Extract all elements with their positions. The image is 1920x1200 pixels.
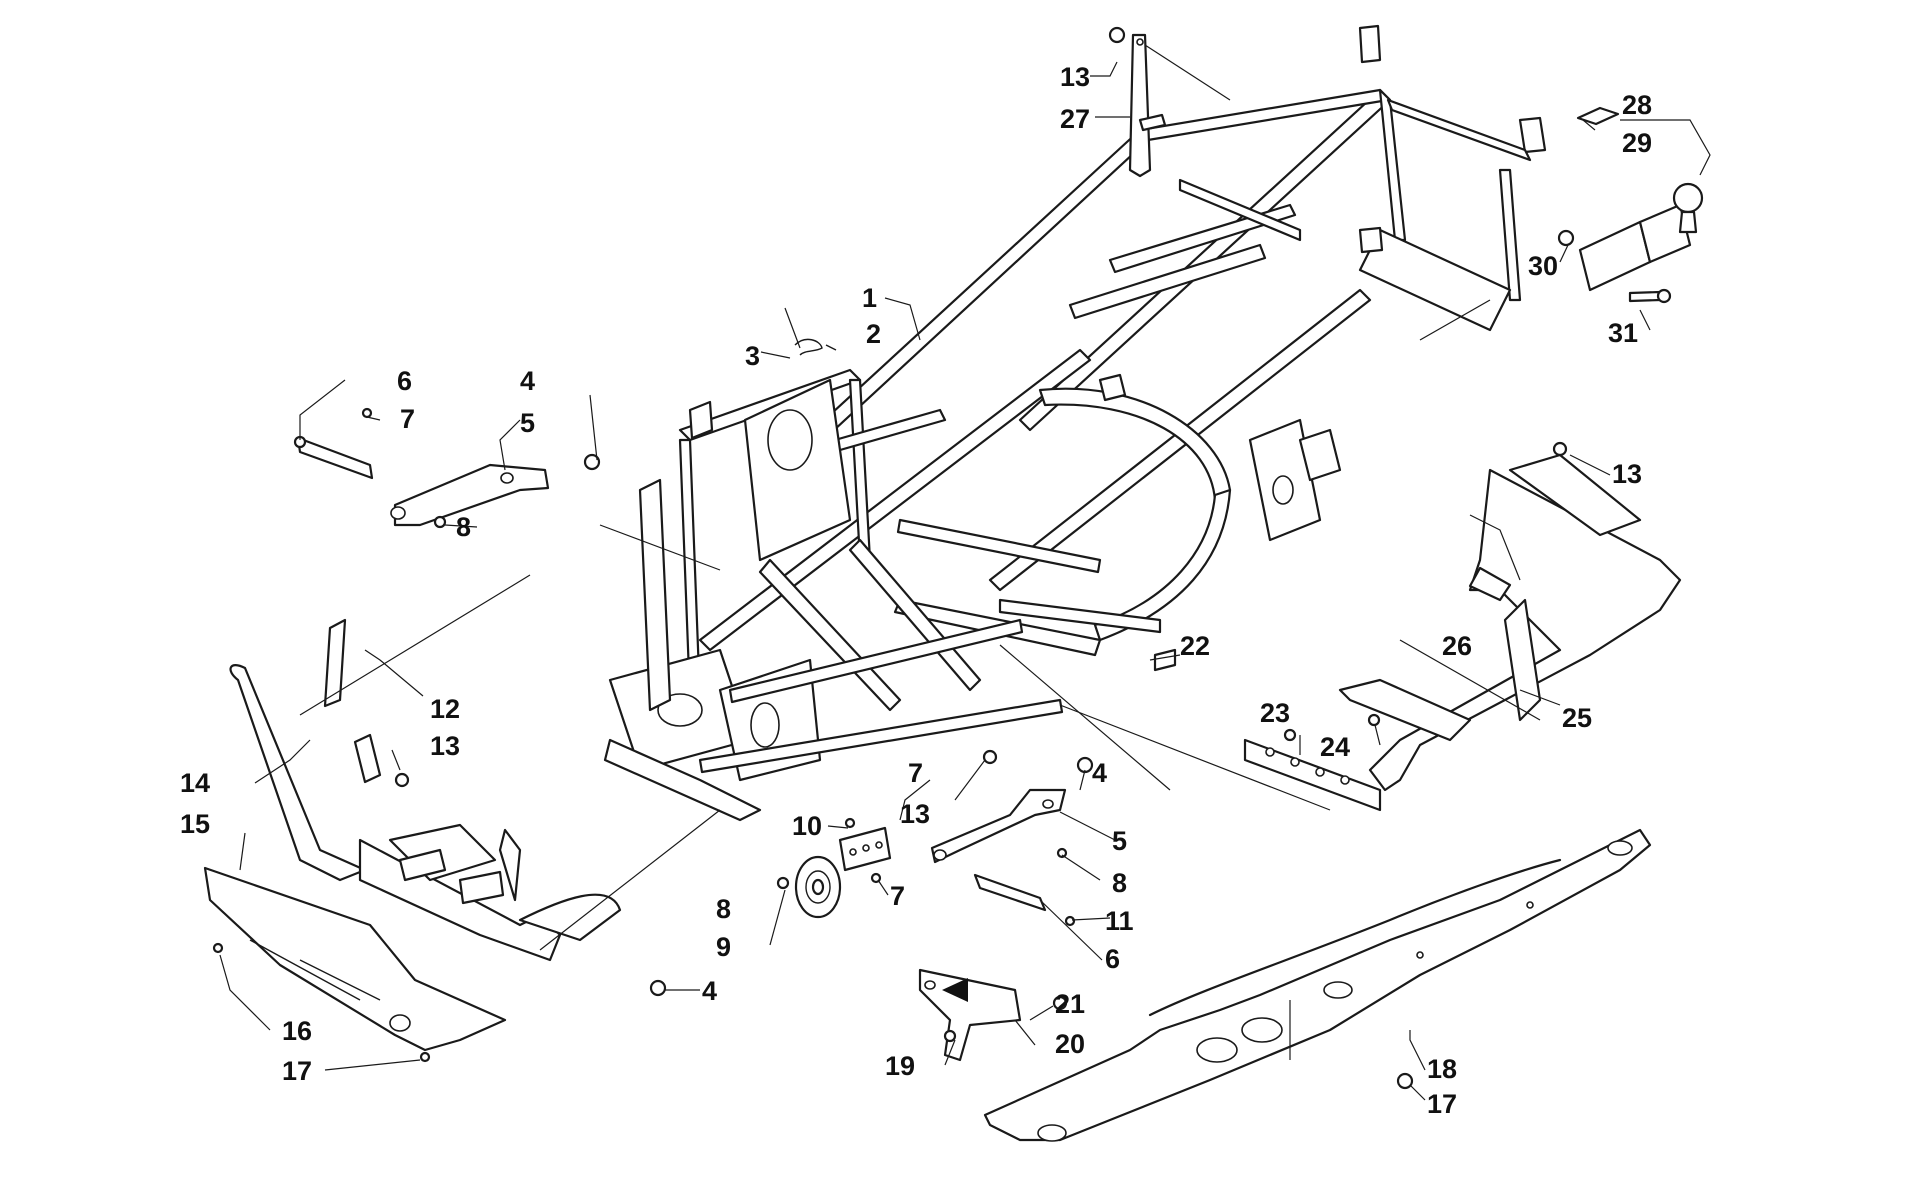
callout-20: 20 [1055, 1029, 1085, 1059]
callout-8-mid: 8 [716, 894, 731, 924]
callout-1: 1 [862, 283, 877, 313]
callout-7-lower: 7 [890, 881, 905, 911]
front-skid-plate [203, 866, 507, 1063]
callout-13: 13 [1060, 62, 1090, 92]
callout-30: 30 [1528, 251, 1558, 281]
hitch-assembly [1557, 106, 1704, 304]
callout-6: 6 [397, 366, 412, 396]
callout-29: 29 [1622, 128, 1652, 158]
callout-22: 22 [1180, 631, 1210, 661]
callout-25: 25 [1562, 703, 1592, 733]
callout-26: 26 [1442, 631, 1472, 661]
callout-13-right: 13 [1612, 459, 1642, 489]
callout-17: 17 [282, 1056, 312, 1086]
callout-19: 19 [885, 1051, 915, 1081]
callout-28: 28 [1622, 90, 1652, 120]
callout-9: 9 [716, 932, 731, 962]
callout-2-visible: 2 [866, 319, 881, 349]
front-bumper [229, 618, 667, 997]
callout-8: 8 [456, 512, 471, 542]
right-bracket-set [930, 749, 1094, 927]
callout-11: 11 [1105, 906, 1134, 936]
callout-7-mid: 7 [908, 758, 923, 788]
callout-10: 10 [792, 811, 822, 841]
callout-5-right: 5 [1112, 826, 1127, 856]
clip-parts-2-3 [794, 338, 837, 356]
callout-18: 18 [1427, 1054, 1457, 1084]
callout-16: 16 [282, 1016, 312, 1046]
callout-labels: 13 27 28 29 30 31 1 2 2 3 6 7 4 5 8 13 2… [180, 62, 1652, 1119]
callout-4: 4 [520, 366, 535, 396]
callout-13-mid: 13 [900, 799, 930, 829]
callout-3: 3 [745, 341, 760, 371]
right-footrest [1153, 441, 1682, 812]
callout-21: 21 [1055, 989, 1085, 1019]
callout-12: 12 [430, 694, 460, 724]
callout-27: 27 [1060, 104, 1090, 134]
callout-17-right: 17 [1427, 1089, 1457, 1119]
callout-8-right: 8 [1112, 868, 1127, 898]
callout-31: 31 [1608, 318, 1638, 348]
callout-5: 5 [520, 408, 535, 438]
part-27-strap [1108, 26, 1167, 178]
callout-4-bumper: 4 [702, 976, 717, 1006]
main-frame [603, 24, 1547, 822]
callout-23: 23 [1260, 698, 1290, 728]
left-bracket-set [293, 407, 601, 529]
callout-15: 15 [180, 809, 210, 839]
callout-4-right: 4 [1092, 758, 1107, 788]
leader-lines [219, 44, 1711, 1101]
callout-24: 24 [1320, 732, 1350, 762]
horn-part-9 [776, 817, 892, 919]
bracket-part-20 [918, 968, 1068, 1062]
callout-14: 14 [180, 768, 210, 798]
main-skid-plate [983, 828, 1652, 1142]
callout-7: 7 [400, 404, 415, 434]
callout-13-bumper: 13 [430, 731, 460, 761]
callout-6-right: 6 [1105, 944, 1120, 974]
